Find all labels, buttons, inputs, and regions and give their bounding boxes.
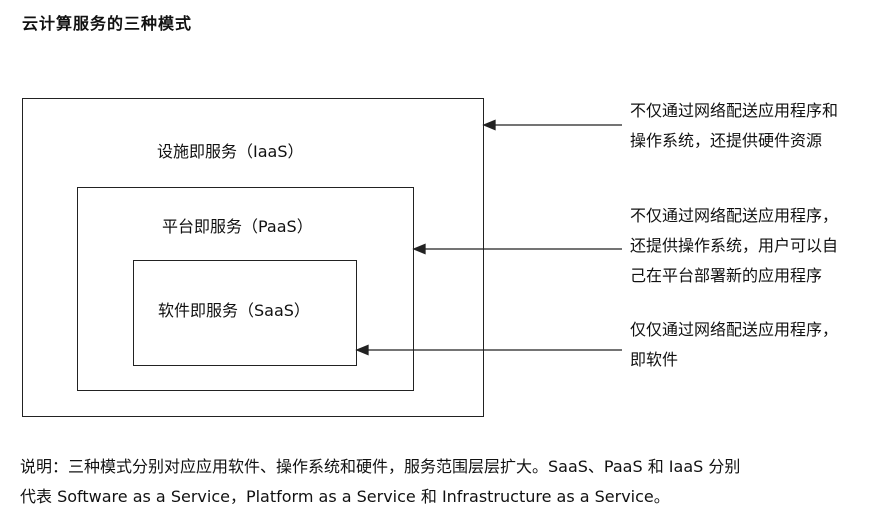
iaas-description: 不仅通过网络配送应用程序和 操作系统，还提供硬件资源 bbox=[630, 101, 839, 150]
saas-description: 仅仅通过网络配送应用程序， 即软件 bbox=[630, 320, 839, 369]
iaas-layer-label: 设施即服务（IaaS） bbox=[157, 142, 304, 161]
paas-layer-box bbox=[77, 187, 414, 391]
iaas-arrow bbox=[482, 119, 622, 131]
diagram-title: 云计算服务的三种模式 bbox=[22, 14, 193, 33]
paas-layer-label: 平台即服务（PaaS） bbox=[162, 217, 313, 236]
saas-layer-box bbox=[133, 260, 357, 366]
saas-arrow bbox=[355, 344, 622, 356]
paas-arrow bbox=[412, 243, 622, 255]
saas-layer-label: 软件即服务（SaaS） bbox=[158, 301, 310, 320]
iaas-layer-box bbox=[22, 98, 484, 417]
paas-description: 不仅通过网络配送应用程序， 还提供操作系统，用户可以自 己在平台部署新的应用程序 bbox=[630, 206, 839, 285]
explanation-note: 说明：三种模式分别对应应用软件、操作系统和硬件，服务范围层层扩大。SaaS、Pa… bbox=[20, 457, 741, 506]
